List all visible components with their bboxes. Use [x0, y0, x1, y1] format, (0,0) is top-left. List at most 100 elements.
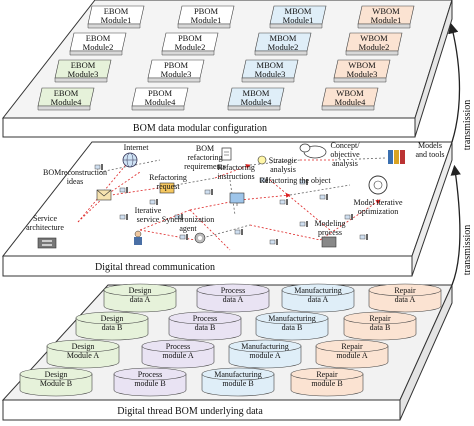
label-line: MBOM	[257, 60, 284, 70]
label-line: Module2	[83, 42, 114, 52]
label-line: data A	[223, 295, 244, 304]
computer-icon	[344, 214, 353, 220]
label-line: Process	[221, 286, 245, 295]
label-line: module B	[134, 379, 165, 388]
label-line: Module B	[40, 379, 72, 388]
label-line: Module3	[347, 69, 378, 79]
label-line: module B	[311, 379, 342, 388]
label-line: data B	[282, 323, 303, 332]
transmission-label-lower: transmission	[462, 225, 473, 276]
label-line: EBOM	[54, 88, 79, 98]
computer-icon	[299, 221, 308, 227]
label-line: module A	[162, 351, 194, 360]
label-line: agent	[179, 224, 197, 233]
label-line: WBOM	[372, 6, 400, 16]
label-line: refactoring	[187, 153, 222, 162]
label-line: Process	[166, 342, 190, 351]
layer-bottom: Digital thread BOM underlying data Desig…	[1, 283, 453, 421]
label-line: Module1	[283, 15, 314, 25]
label-line: data A	[130, 295, 151, 304]
label-text: Internet	[124, 143, 150, 152]
server-icon	[37, 237, 57, 249]
label-line: Manufacturing	[214, 370, 262, 379]
label-line: PBOM	[164, 60, 189, 70]
computer-icon	[119, 187, 128, 193]
label-line: Synchronization	[162, 215, 214, 224]
label-line: Module4	[145, 97, 176, 107]
label-line: Repair	[394, 286, 416, 295]
folder-icon	[159, 182, 175, 194]
label-line: data B	[195, 323, 216, 332]
label-line: Module1	[371, 15, 402, 25]
label-line: Repair	[369, 314, 391, 323]
label-line: Module2	[268, 42, 299, 52]
label-line: BOM	[196, 144, 214, 153]
label-line: Refactoring	[217, 163, 255, 172]
transmission-arrow-lower	[450, 164, 461, 286]
label-line: ideas	[67, 177, 83, 186]
computer-node-icons	[94, 164, 368, 245]
label-line: EBOM	[104, 6, 129, 16]
label-line: optimization	[358, 207, 398, 216]
label-line: Module3	[255, 69, 286, 79]
label-line: Service	[33, 214, 57, 223]
label-line: EBOM	[71, 60, 96, 70]
label-line: PBOM	[148, 88, 173, 98]
label-line: architecture	[26, 223, 64, 232]
transmission-label-upper: transmission	[462, 100, 473, 151]
label-line: requirements	[184, 162, 226, 171]
label-line: module A	[249, 351, 281, 360]
cycle-icon	[368, 175, 388, 195]
label-line: process	[318, 228, 342, 237]
label-line: Module1	[101, 15, 132, 25]
label-line: module B	[222, 379, 253, 388]
label-line: Module3	[161, 69, 192, 79]
computer-icon	[279, 199, 288, 205]
computer-icon	[149, 199, 158, 205]
computer-icon	[94, 164, 103, 170]
label-line: WBOM	[360, 33, 388, 43]
label-line: Module4	[241, 97, 272, 107]
label-line: Module A	[67, 351, 99, 360]
label-line: data A	[308, 295, 329, 304]
globe-icon	[122, 152, 138, 168]
computer-icon	[234, 229, 243, 235]
label-line: Module3	[68, 69, 99, 79]
lightbulb-icon	[257, 155, 267, 165]
label-line: Design	[45, 370, 68, 379]
